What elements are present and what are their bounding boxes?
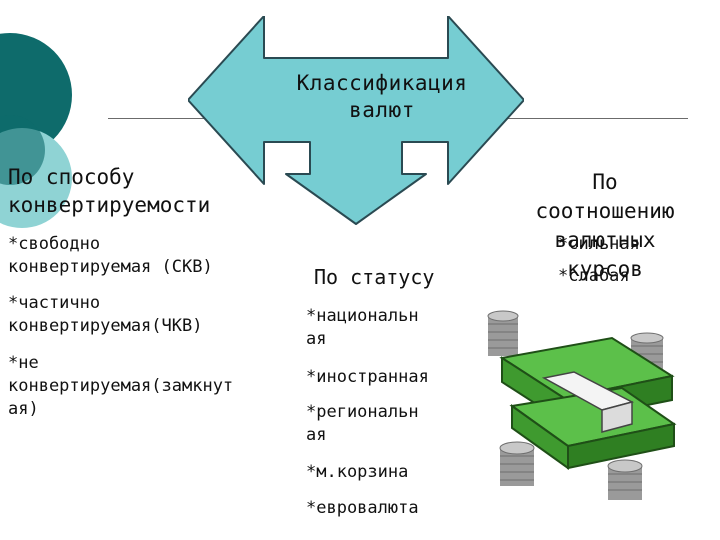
- left-item-3-line-3: ая): [8, 399, 39, 419]
- left-item-1-line-1: *свободно: [8, 234, 101, 254]
- decorative-circles: [0, 33, 72, 228]
- middle-heading: По статусу: [314, 265, 435, 289]
- left-item-2-line-2: конвертируемая(ЧКВ): [8, 316, 203, 336]
- title-line-2: валют: [349, 98, 415, 122]
- middle-item-5-line-1: *евровалюта: [306, 498, 419, 518]
- middle-item-2-line-1: *иностранная: [306, 367, 429, 387]
- right-item-2: *слабая: [558, 266, 630, 286]
- right-item-1: *сильная: [558, 234, 640, 254]
- left-item-2-line-1: *частично: [8, 293, 101, 313]
- middle-item-3-line-2: ая: [306, 425, 327, 445]
- right-heading-line-3: валютных: [554, 228, 656, 252]
- middle-item-3-line-1: *региональн: [306, 402, 419, 422]
- diagram-title: Классификация валют: [258, 70, 506, 124]
- middle-item-1-line-1: *национальн: [306, 306, 419, 326]
- right-heading-line-2: соотношению: [535, 199, 675, 223]
- right-heading-line-4: курсов: [567, 257, 643, 281]
- middle-item-1-line-2: ая: [306, 329, 327, 349]
- left-item-1-line-2: конвертируемая (СКВ): [8, 257, 213, 277]
- left-item-3-line-2: конвертируемая(замкнут: [8, 376, 234, 396]
- middle-item-4-line-1: *м.корзина: [306, 462, 409, 482]
- left-heading-line-2: конвертируемости: [8, 193, 211, 217]
- left-item-3-line-1: *не: [8, 353, 39, 373]
- money-stack-icon: [487, 310, 677, 500]
- classification-arrow-shape: [188, 16, 524, 225]
- left-heading-line-1: По способу: [8, 165, 135, 189]
- title-line-1: Классификация: [296, 71, 468, 95]
- right-heading-line-1: По: [592, 170, 618, 194]
- right-heading: По соотношению валютных курсов: [505, 168, 705, 284]
